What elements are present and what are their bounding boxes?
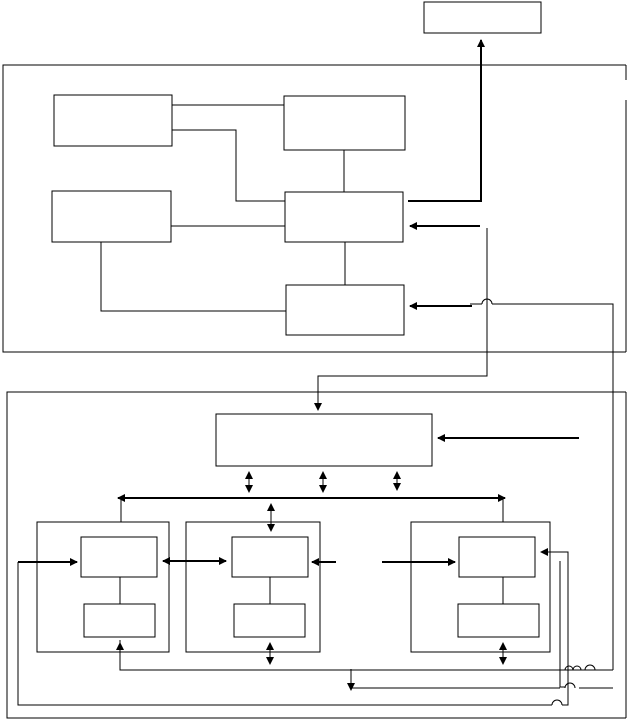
upper-center-box bbox=[284, 191, 404, 243]
feedback-line-right bbox=[492, 303, 614, 670]
link-left1-center bbox=[172, 129, 285, 202]
central-controller-box bbox=[215, 413, 433, 467]
module-frame-middle bbox=[185, 521, 321, 653]
module-right-lower-box bbox=[457, 603, 540, 638]
module-frame-left bbox=[36, 521, 170, 653]
upper-bottom-box bbox=[285, 284, 405, 336]
module-left-lower-box bbox=[83, 603, 156, 638]
upper-left-box-2 bbox=[51, 190, 172, 243]
upper-left-box-1 bbox=[53, 94, 173, 147]
lower-system-frame bbox=[6, 391, 626, 719]
bottom-return-line-upper bbox=[119, 640, 585, 671]
upper-right-box-1 bbox=[283, 95, 406, 151]
link-left2-bottom bbox=[100, 242, 286, 312]
right-loop-upper bbox=[559, 561, 565, 688]
upper-system-frame bbox=[2, 64, 626, 353]
top-external-box bbox=[423, 1, 542, 34]
arrow-to-top-box bbox=[408, 39, 485, 202]
module-middle-lower-box bbox=[233, 603, 306, 638]
module-right-upper-box bbox=[458, 536, 536, 578]
module-left-upper-box bbox=[80, 536, 158, 578]
lower-to-upper-link bbox=[317, 228, 488, 405]
outer-left-loop bbox=[17, 562, 552, 706]
module-middle-upper-box bbox=[231, 536, 309, 578]
module-frame-right bbox=[410, 521, 551, 653]
